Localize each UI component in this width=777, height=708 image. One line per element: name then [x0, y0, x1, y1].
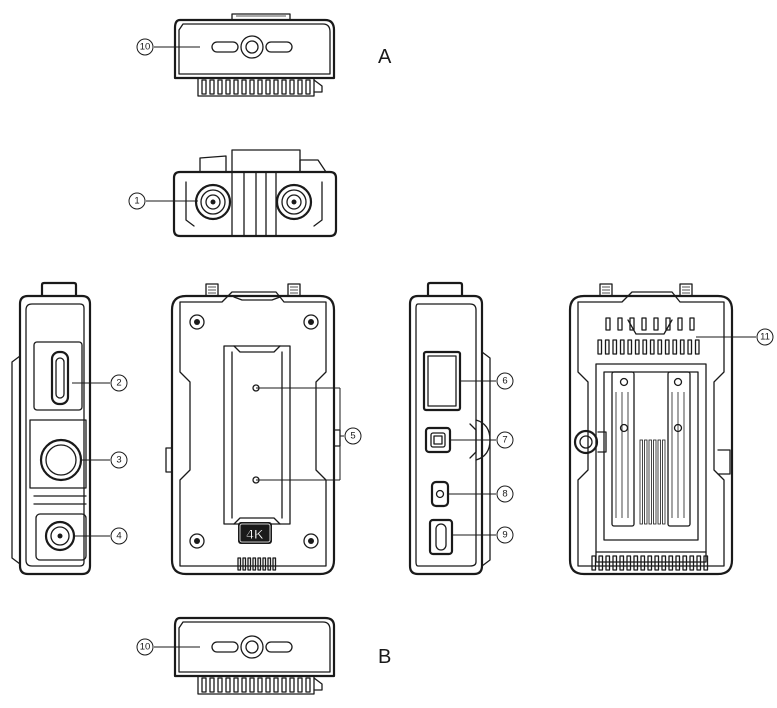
callout-2: 2: [110, 374, 128, 392]
svg-text:3: 3: [116, 455, 121, 466]
right-side-view: [408, 281, 491, 576]
view-label-b: B: [378, 646, 391, 668]
svg-text:1: 1: [134, 196, 139, 207]
svg-text:7: 7: [502, 435, 507, 446]
svg-text:5: 5: [350, 431, 355, 442]
view-label-a: A: [378, 46, 392, 68]
callout-1: 1: [128, 192, 146, 210]
svg-text:11: 11: [760, 332, 770, 343]
front-face-view: 4K: [165, 283, 341, 576]
back-view: [568, 283, 734, 576]
svg-text:9: 9: [502, 530, 507, 541]
top-view: [173, 13, 336, 97]
svg-text:10: 10: [140, 642, 151, 653]
callout-4: 4: [110, 527, 128, 545]
svg-text:6: 6: [502, 376, 507, 387]
callout-8: 8: [496, 485, 514, 503]
left-side-view: [11, 281, 92, 576]
svg-text:2: 2: [116, 378, 121, 389]
svg-text:10: 10: [140, 42, 151, 53]
callout-9: 9: [496, 526, 514, 544]
front-view: [172, 149, 338, 238]
callout-10-top: 10: [136, 38, 154, 56]
svg-text:8: 8: [502, 489, 507, 500]
callout-10-bottom: 10: [136, 638, 154, 656]
callout-3: 3: [110, 451, 128, 469]
bottom-view: [173, 616, 336, 695]
4k-badge: 4K: [246, 526, 264, 542]
svg-text:4: 4: [116, 531, 121, 542]
callout-5: 5: [344, 427, 362, 445]
callout-7: 7: [496, 431, 514, 449]
callout-11: 11: [756, 328, 774, 346]
callout-6: 6: [496, 372, 514, 390]
